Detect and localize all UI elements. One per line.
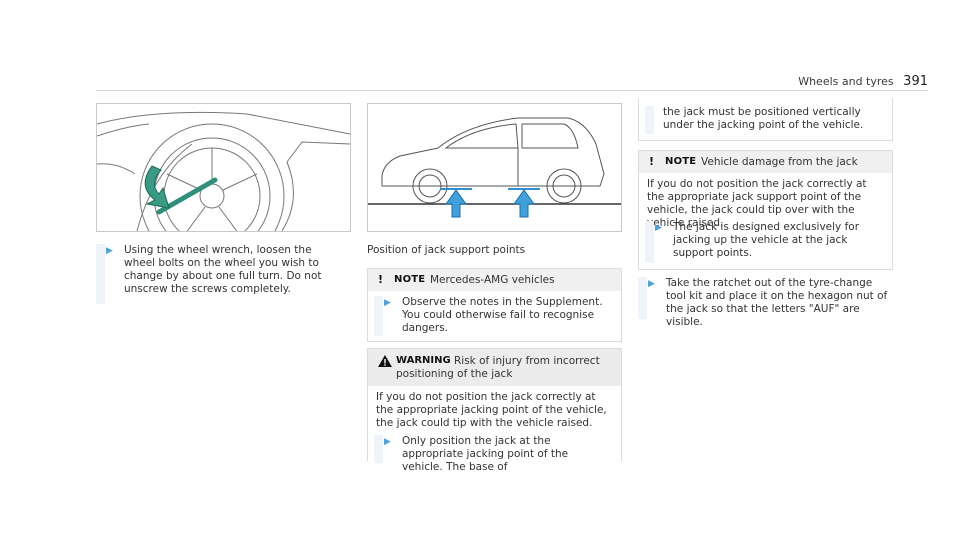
note-vehicle-damage: ! NOTE Vehicle damage from the jack If y…	[638, 150, 893, 270]
step-arrow-icon: ▶	[648, 279, 655, 289]
step-arrow-icon: ▶	[106, 246, 113, 256]
note-body: If you do not position the jack correctl…	[647, 178, 867, 229]
note-keyword: NOTE	[394, 274, 426, 285]
header-rule	[96, 90, 928, 91]
right-step: ▶ Take the ratchet out of the tyre-chang…	[638, 277, 891, 328]
step-shade	[645, 106, 654, 134]
exclamation-icon: !	[649, 155, 655, 168]
warning-step-text: Only position the jack at the appropriat…	[402, 435, 569, 473]
section-title: Wheels and tyres	[798, 75, 894, 88]
exclamation-icon: !	[378, 273, 384, 286]
warning-jack: WARNING Risk of injury from incorrect po…	[367, 348, 622, 473]
right-step-text: Take the ratchet out of the tyre-change …	[666, 277, 888, 328]
wheel-wrench-drawing	[97, 111, 350, 231]
note-keyword: NOTE	[665, 156, 697, 167]
left-step: ▶ Using the wheel wrench, loosen the whe…	[96, 244, 336, 304]
note-step: ▶ Observe the notes in the Supplement. Y…	[374, 296, 612, 336]
left-step-text: Using the wheel wrench, loosen the wheel…	[124, 244, 322, 295]
warning-body: If you do not position the jack correctl…	[376, 391, 607, 429]
continuation-step: the jack must be positioned vertically u…	[645, 106, 883, 134]
note-header: ! NOTE Mercedes-AMG vehicles	[368, 269, 621, 291]
warning-keyword: WARNING	[396, 355, 451, 366]
step-shade	[645, 221, 654, 263]
page-header: Wheels and tyres 391	[798, 74, 928, 89]
step-arrow-icon: ▶	[384, 298, 391, 308]
step-shade	[638, 277, 647, 319]
step-arrow-icon: ▶	[655, 223, 662, 233]
note-step-text: The jack is designed exclusively for jac…	[673, 221, 860, 259]
warning-step: ▶ Only position the jack at the appropri…	[374, 435, 612, 473]
warning-heading: Risk of injury from incorrect positionin…	[396, 355, 600, 380]
jack-points-illustration	[367, 103, 622, 232]
step-shade	[96, 244, 105, 304]
step-arrow-icon: ▶	[384, 437, 391, 447]
step-shade	[374, 435, 383, 463]
warning-header: WARNING Risk of injury from incorrect po…	[368, 349, 621, 386]
note-step: ▶ The jack is designed exclusively for j…	[645, 221, 883, 263]
jack-caption: Position of jack support points	[367, 244, 526, 256]
car-side-drawing	[368, 117, 621, 218]
wheel-wrench-illustration	[96, 103, 351, 232]
continuation-text: the jack must be positioned vertically u…	[663, 106, 864, 131]
page-number: 391	[903, 74, 928, 89]
step-shade	[374, 296, 383, 336]
warning-continuation: the jack must be positioned vertically u…	[638, 98, 893, 141]
note-header: ! NOTE Vehicle damage from the jack	[639, 151, 892, 173]
note-amg: ! NOTE Mercedes-AMG vehicles ▶ Observe t…	[367, 268, 622, 342]
note-heading: Vehicle damage from the jack	[701, 156, 858, 168]
warning-triangle-icon	[378, 355, 392, 367]
note-heading: Mercedes-AMG vehicles	[430, 274, 555, 286]
note-step-text: Observe the notes in the Supplement. You…	[402, 296, 603, 334]
